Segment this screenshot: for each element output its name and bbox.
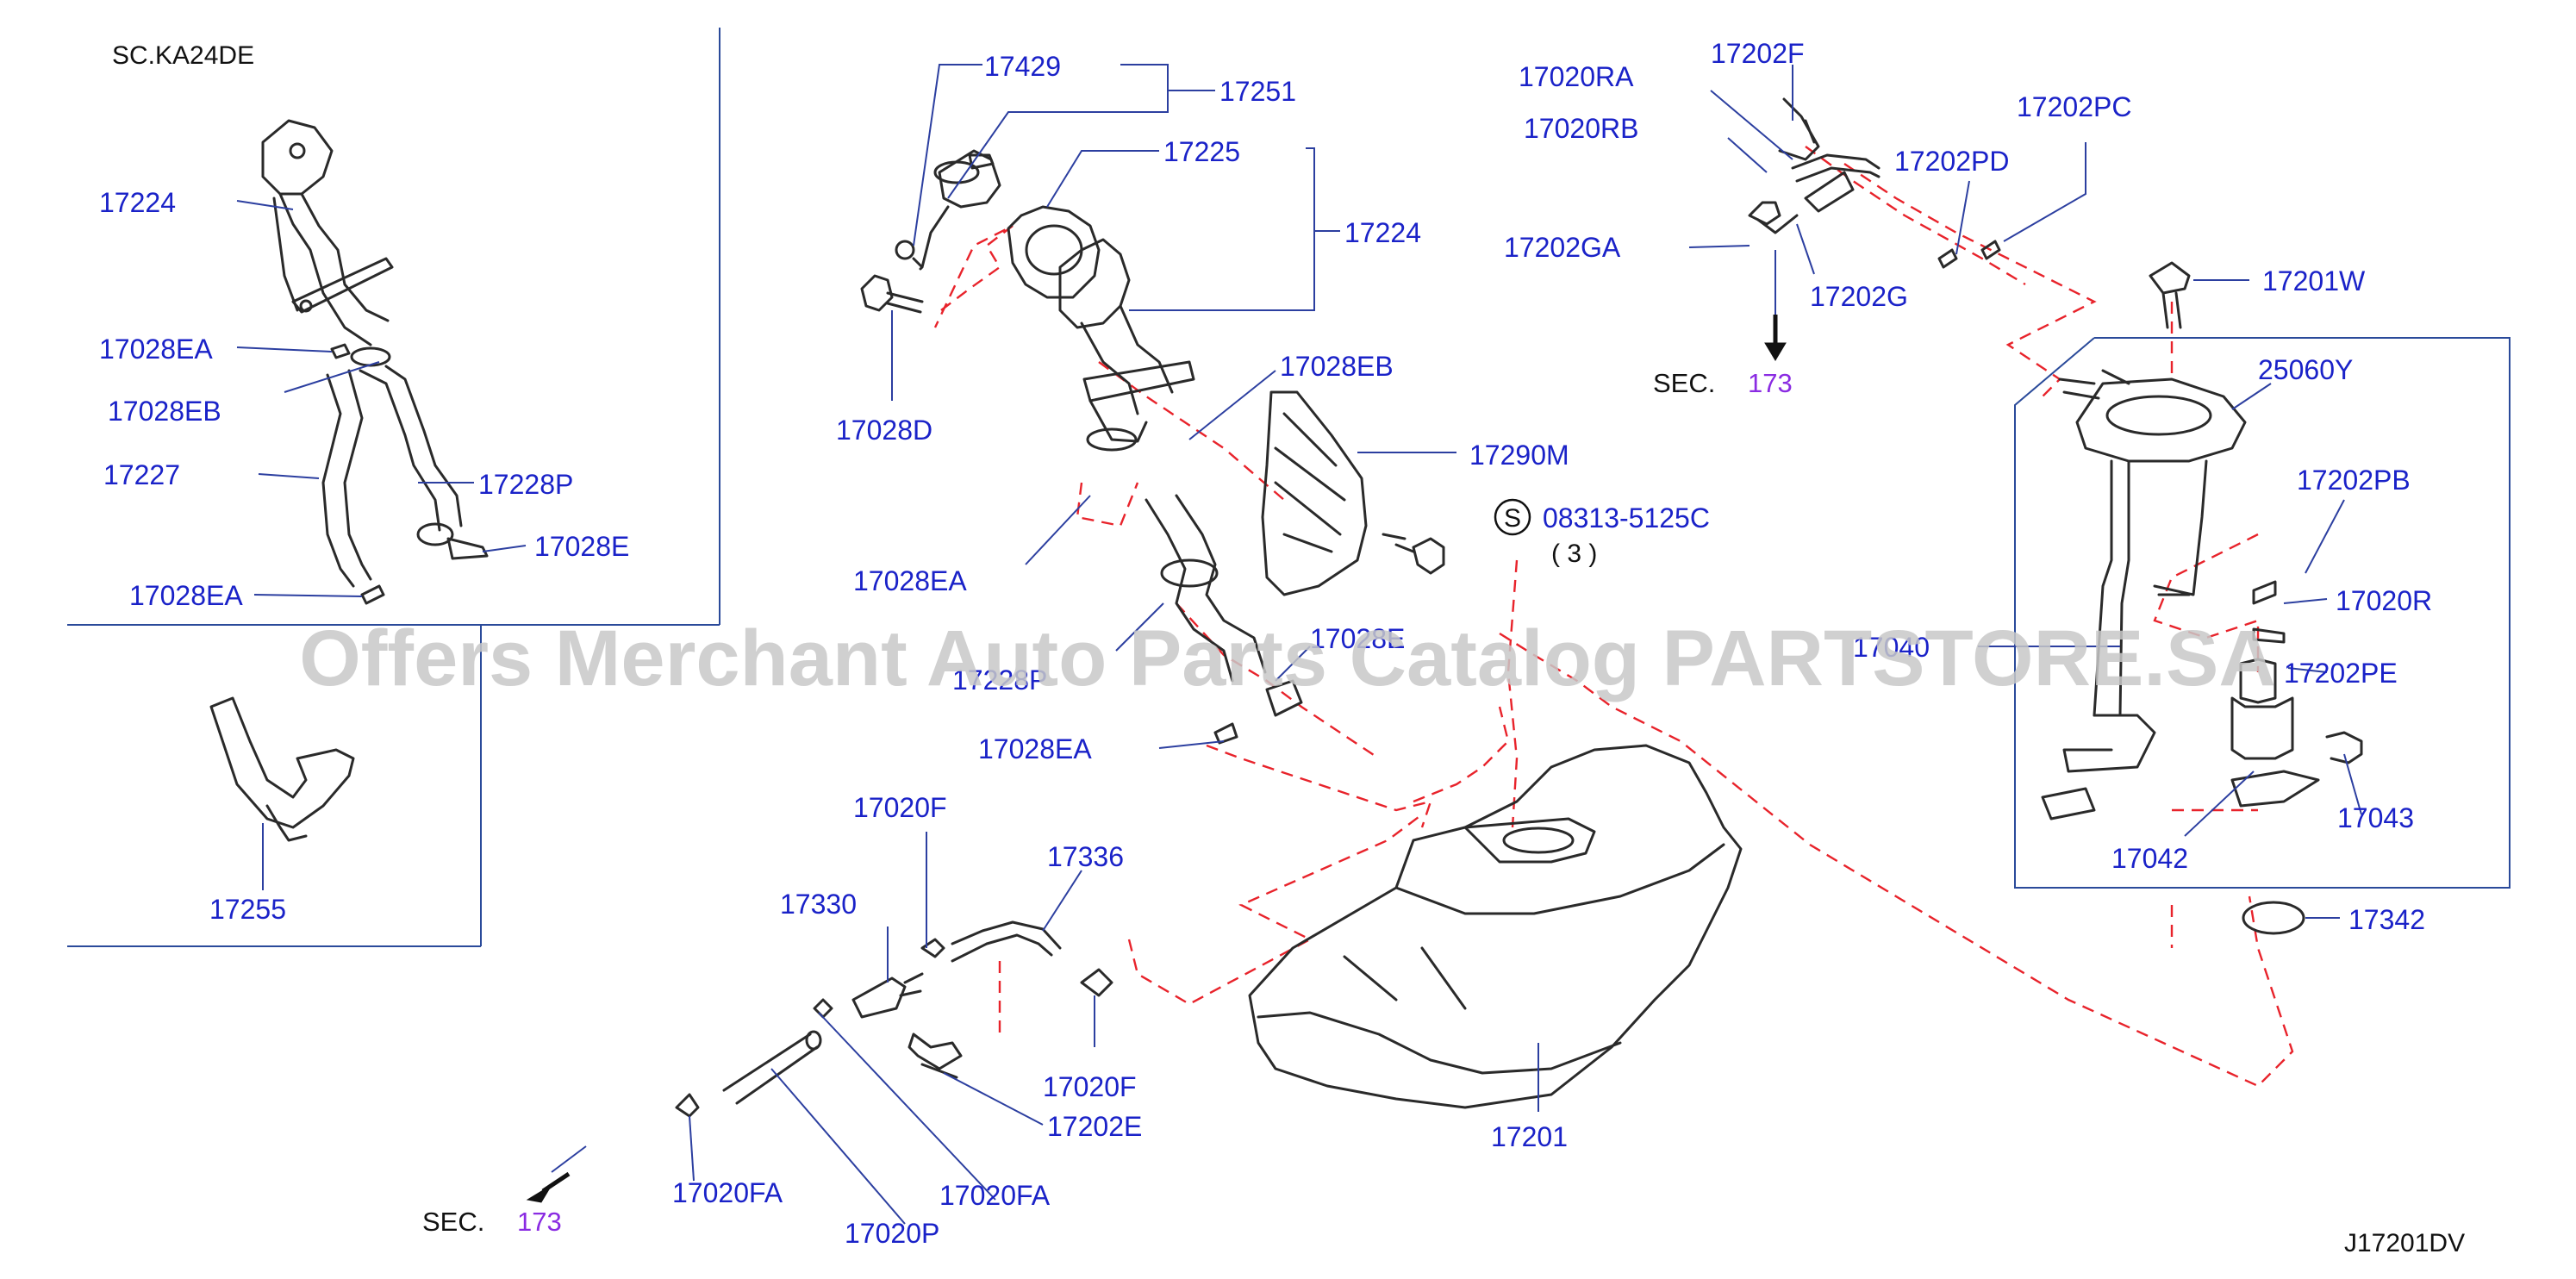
part-callout[interactable]: 17202GA [1504,232,1621,263]
part-callout[interactable]: 17225 [1163,136,1240,167]
part-callout[interactable]: 17202PC [2017,91,2131,122]
part-callout[interactable]: 17028EB [108,396,221,427]
part-callout[interactable]: 17020FA [939,1180,1051,1211]
variant-label: SC.KA24DE [112,41,254,70]
part-callout[interactable]: 17201 [1491,1121,1568,1152]
part-callout[interactable]: 17336 [1047,841,1124,872]
lower-filler-hose [1145,494,1303,745]
part-callout[interactable]: 25060Y [2258,354,2353,385]
bolt-17201W [2149,261,2191,329]
inset-hoses [321,343,489,605]
part-callout[interactable]: 17020RA [1519,61,1634,92]
part-callout[interactable]: 17020F [1043,1071,1137,1102]
part-callout[interactable]: 17228P [478,469,573,500]
section-ref-number: 173 [1748,368,1793,398]
part-callout[interactable]: 17224 [99,187,176,218]
inset-frame [67,28,720,947]
bolt-17028D [860,274,924,314]
section-arrowhead-down [1764,342,1787,361]
part-callout[interactable]: 17028E [1310,623,1405,654]
inset-bracket [209,696,355,842]
section-arrowhead-left [526,1184,552,1203]
line-art-parts [209,97,2363,1118]
part-callout[interactable]: 17043 [2337,802,2414,833]
part-callout[interactable]: 17028EA [978,733,1092,764]
part-callout[interactable]: 17020RB [1524,113,1638,144]
part-callout[interactable]: 17255 [209,894,286,925]
diagram-code: J17201DV [2344,1229,2465,1257]
fuel-pump-box [2014,337,2511,889]
bolt-quantity: ( 3 ) [1551,540,1597,568]
part-callout[interactable]: 17202E [1047,1111,1142,1142]
part-callout[interactable]: 08313-5125C [1543,502,1710,533]
bolt-08313 [1382,533,1445,575]
part-callout[interactable]: 17429 [984,51,1061,82]
fuel-cap-assembly [895,149,1001,271]
part-callout[interactable]: 17020R [2336,585,2432,616]
part-callout[interactable]: 17290M [1469,440,1569,471]
static-labels: SC.KA24DE J17201DV SEC. 173 SEC. 173 S (… [112,41,2465,1257]
inset-filler-neck [261,119,394,346]
bolt-symbol-circle [1494,498,1531,536]
part-callouts: 17224 17028EA 17028EB 17227 17228P 17028… [99,38,2432,1249]
part-callout[interactable]: 17202PD [1894,146,2009,177]
part-callout[interactable]: 17228P [952,664,1047,696]
watermark: Offers Merchant Auto Parts Catalog PARTS… [299,615,2276,702]
part-callout[interactable]: 17028D [836,415,932,446]
filler-neck-main [1058,238,1195,452]
part-callout[interactable]: 17040 [1853,632,1930,663]
part-callout[interactable]: 17202F [1711,38,1805,69]
part-callout[interactable]: 17020F [853,792,947,823]
vent-tubes [1748,97,2001,269]
part-callout[interactable]: 17342 [2348,904,2425,935]
bolt-symbol: S [1504,504,1521,533]
part-callout[interactable]: 17020FA [672,1177,783,1208]
pump-assembly [2041,369,2363,935]
part-callout[interactable]: 17330 [780,889,857,920]
part-callout[interactable]: 17224 [1344,217,1421,248]
section-ref-number: 173 [517,1207,562,1237]
section-ref-prefix: SEC. [422,1207,484,1237]
part-callout[interactable]: 17028EA [99,334,213,365]
part-callout[interactable]: 17202PE [2284,658,2398,689]
leader-lines [236,64,2362,1225]
part-callout[interactable]: 17028EA [853,565,967,596]
part-callout[interactable]: 17028EB [1280,351,1394,382]
fuel-tank [1248,744,1743,1109]
section-ref-prefix: SEC. [1653,368,1715,398]
bottom-fuel-lines [675,920,1113,1118]
part-callout[interactable]: 17201W [2262,265,2366,296]
section-arrows [526,315,1787,1203]
part-callout[interactable]: 17227 [103,459,180,490]
part-callout[interactable]: 17202G [1810,281,1908,312]
filler-gasket [1007,205,1101,299]
part-callout[interactable]: 17028EA [129,580,243,611]
part-callout[interactable]: 17028E [534,531,629,562]
heat-shield [1261,390,1368,596]
part-callout[interactable]: 17251 [1219,76,1296,107]
part-callout[interactable]: 17020P [845,1218,939,1249]
part-callout[interactable]: 17202PB [2297,465,2411,496]
part-callout[interactable]: 17042 [2111,843,2188,874]
